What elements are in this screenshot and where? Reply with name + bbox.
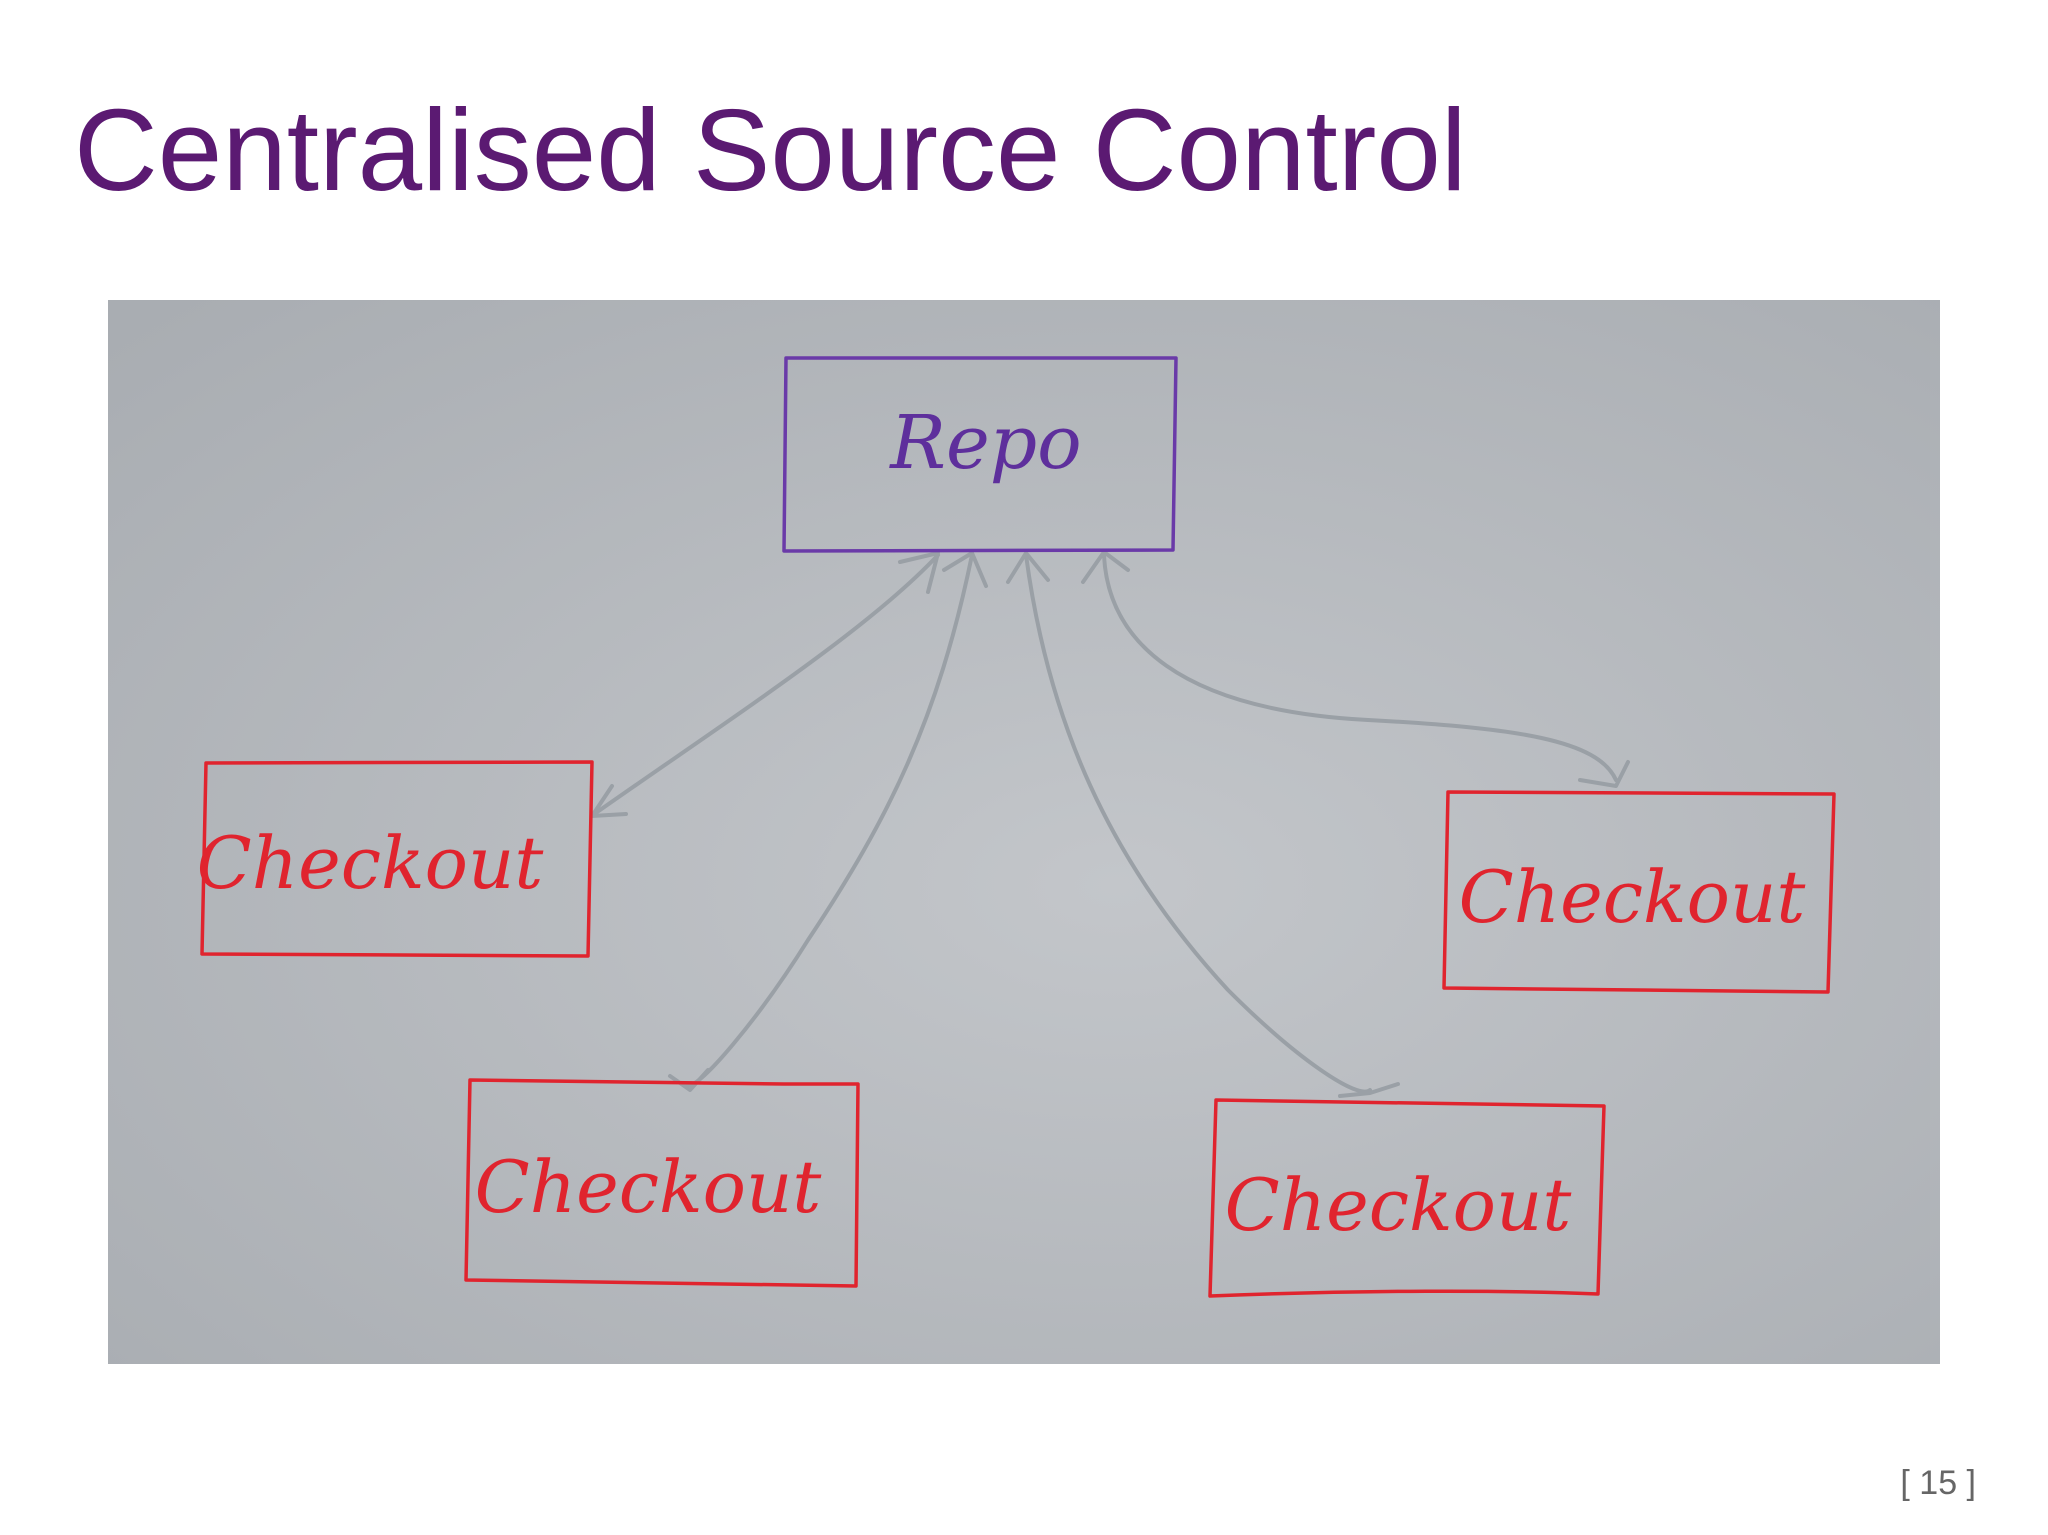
arrow-repo-checkout-bottom-right [1006, 551, 1400, 1098]
paper-background [108, 300, 1940, 1364]
repo-label: Repo [888, 400, 1081, 486]
whiteboard-photo: Repo Checkout Checkout Checkout Checkout [108, 300, 1940, 1364]
repo-node: Repo [782, 356, 1178, 553]
checkout-label-bottom-left: Checkout [475, 1145, 823, 1229]
checkout-node-top-right: Checkout [1442, 790, 1836, 994]
page-number: [ 15 ] [1900, 1464, 1976, 1502]
arrow-repo-checkout-bottom-left [668, 551, 988, 1092]
checkout-node-bottom-left: Checkout [464, 1078, 860, 1288]
checkout-node-bottom-right: Checkout [1208, 1098, 1606, 1298]
checkout-label-top-left: Checkout [197, 821, 545, 905]
diagram-canvas: Repo Checkout Checkout Checkout Checkout [108, 300, 1940, 1364]
checkout-node-top-left: Checkout [197, 760, 594, 958]
checkout-label-top-right: Checkout [1459, 855, 1807, 939]
arrow-repo-checkout-top-right [1081, 550, 1630, 788]
slide-title: Centralised Source Control [74, 85, 1467, 215]
checkout-label-bottom-right: Checkout [1225, 1163, 1573, 1247]
